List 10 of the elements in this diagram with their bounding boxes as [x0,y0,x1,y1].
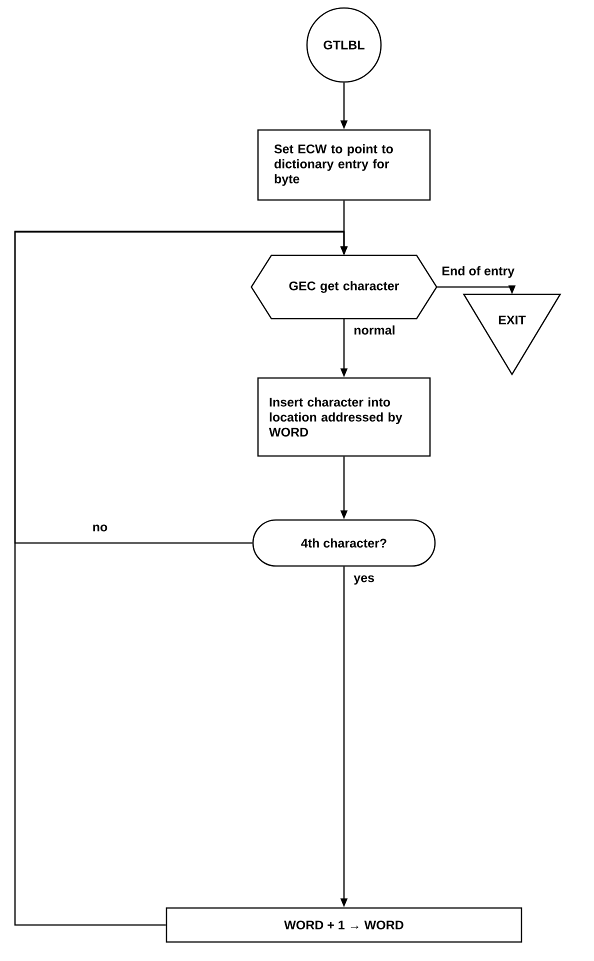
edge-label: no [91,524,109,532]
decision-hexagon: GEC get character [250,254,438,320]
decision-box: 4th character? [252,519,436,567]
edge-label: yes [352,574,376,586]
edge-label: End of entry [440,265,516,279]
edge-label: normal [352,324,396,336]
process-box: Insert character into location addressed by WORD [257,377,431,457]
process-box: Set ECW to point to dictionary entry for byte [257,129,431,201]
process-box: WORD + 1 → WORD [166,907,522,943]
arrow [14,231,348,926]
